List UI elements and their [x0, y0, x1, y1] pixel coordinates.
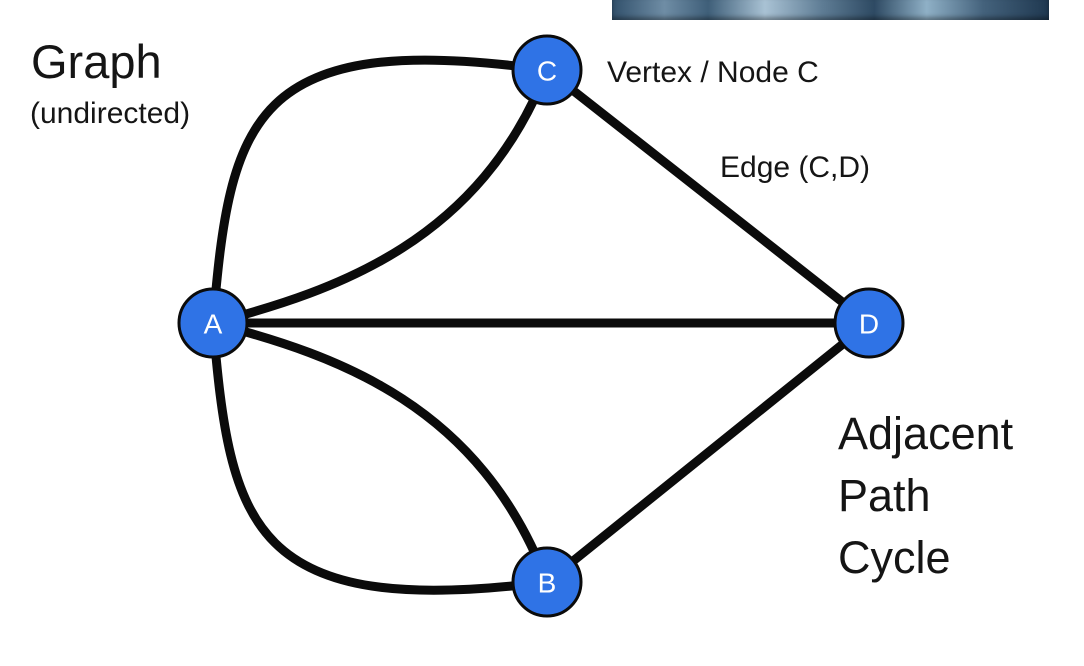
node-c-circle [511, 34, 583, 106]
diagram-subtitle: (undirected) [30, 97, 191, 130]
node-d-circle [833, 287, 905, 359]
node-b-label: B [538, 568, 557, 599]
edges-layer [208, 55, 874, 595]
nodes-layer: A B C D [177, 34, 905, 618]
node-c: C [511, 34, 583, 106]
node-a: A [177, 287, 249, 359]
node-a-circle [177, 287, 249, 359]
node-b-circle [511, 546, 583, 618]
node-d-label: D [859, 309, 879, 340]
edge-a-b-outer-arc [208, 318, 552, 595]
path-annotation: Path [838, 470, 931, 521]
cycle-annotation: Cycle [838, 532, 951, 583]
vertex-annotation: Vertex / Node C [607, 56, 819, 89]
edge-a-b-inner-arc [208, 318, 552, 587]
edge-a-c-inner-arc [208, 65, 552, 328]
photo-strip [612, 0, 1049, 20]
node-c-label: C [537, 56, 557, 87]
node-a-label: A [204, 309, 223, 340]
edge-a-c-outer-arc [208, 55, 552, 328]
edge-b-d-straight [542, 318, 874, 587]
adjacent-annotation: Adjacent [838, 408, 1014, 459]
edge-annotation: Edge (C,D) [720, 151, 871, 184]
node-d: D [833, 287, 905, 359]
node-b: B [511, 546, 583, 618]
edge-c-d-straight [542, 65, 874, 328]
diagram-title: Graph [31, 35, 162, 88]
